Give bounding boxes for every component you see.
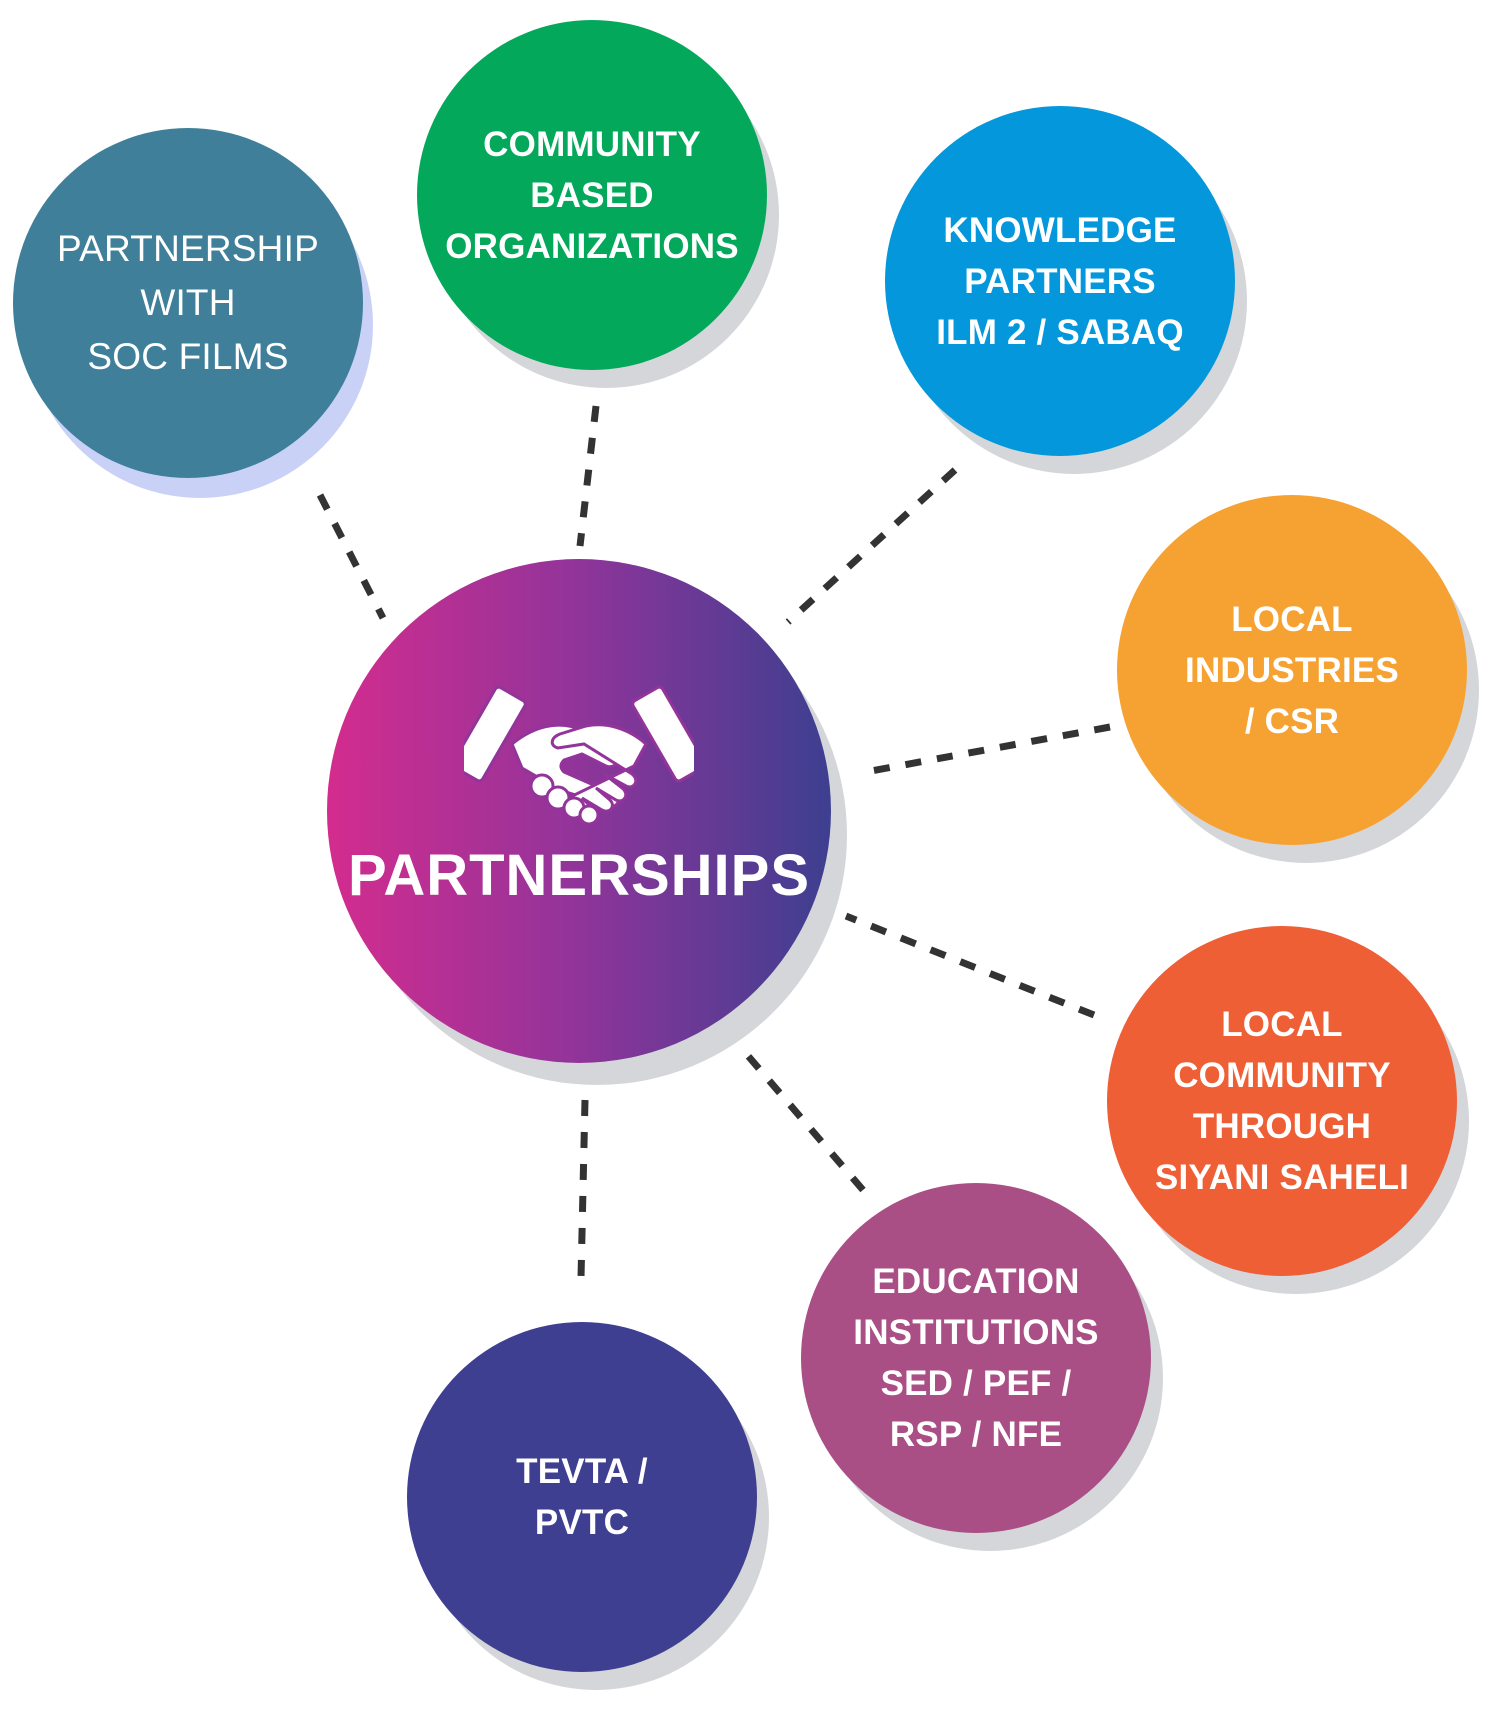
node-local-community: LOCAL COMMUNITY THROUGH SIYANI SAHELI	[1107, 926, 1457, 1276]
node-education-institutions-label: EDUCATION INSTITUTIONS SED / PEF / RSP /…	[853, 1262, 1099, 1454]
connector-community-based-organizations	[576, 405, 600, 547]
node-local-industries: LOCAL INDUSTRIES / CSR	[1117, 495, 1467, 845]
center-title: PARTNERSHIPS	[347, 842, 811, 908]
node-community-based-organizations: COMMUNITY BASED ORGANIZATIONS	[417, 20, 767, 370]
node-soc-films: PARTNERSHIP WITH SOC FILMS	[13, 128, 363, 478]
node-local-industries-label: LOCAL INDUSTRIES / CSR	[1185, 599, 1399, 741]
connector-local-community	[844, 912, 1096, 1019]
connector-tevta-pvtc	[577, 1099, 589, 1279]
connector-local-industries	[859, 723, 1111, 777]
node-knowledge-partners-label: KNOWLEDGE PARTNERS ILM 2 / SABAQ	[936, 210, 1184, 352]
node-knowledge-partners: KNOWLEDGE PARTNERS ILM 2 / SABAQ	[885, 106, 1235, 456]
node-tevta-pvtc-label: TEVTA / PVTC	[516, 1452, 648, 1542]
node-local-community-label: LOCAL COMMUNITY THROUGH SIYANI SAHELI	[1154, 1005, 1410, 1197]
connector-soc-films	[316, 493, 387, 620]
node-tevta-pvtc: TEVTA / PVTC	[407, 1322, 757, 1672]
node-education-institutions: EDUCATION INSTITUTIONS SED / PEF / RSP /…	[801, 1183, 1151, 1533]
node-community-based-organizations-label: COMMUNITY BASED ORGANIZATIONS	[445, 124, 739, 266]
node-soc-films-label: PARTNERSHIP WITH SOC FILMS	[57, 228, 319, 377]
center-hub: PARTNERSHIPS	[327, 559, 831, 1063]
connector-knowledge-partners	[785, 467, 958, 625]
handshake-icon	[464, 685, 694, 824]
connector-education-institutions	[740, 1047, 866, 1193]
